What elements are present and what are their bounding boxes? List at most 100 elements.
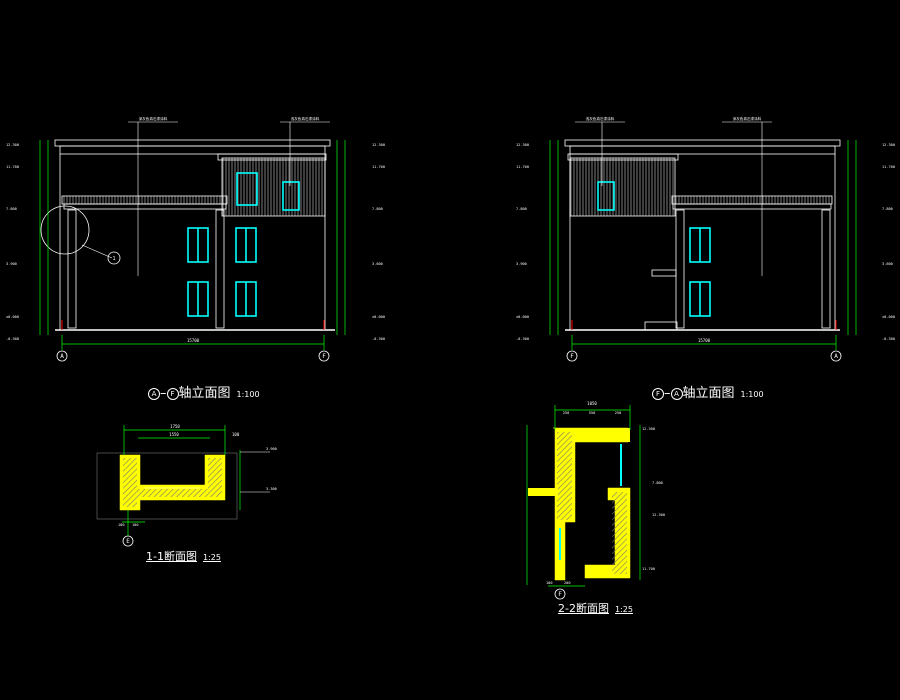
level-label: 11.700 xyxy=(642,567,655,571)
roof-cornice-2 xyxy=(59,145,326,155)
dimension-text: 1050 xyxy=(587,401,597,406)
level-label-left: 11.700 xyxy=(6,165,19,169)
axis-label-end: F xyxy=(166,387,179,400)
title-text: 2-2断面图 xyxy=(558,602,609,615)
striped-upper-block xyxy=(221,157,326,217)
window-group xyxy=(597,181,711,317)
roof-cornice-2 xyxy=(569,145,836,155)
title-text: 轴立面图 xyxy=(178,386,231,401)
window-upper-2 xyxy=(282,181,300,211)
level-label-right: 3.600 xyxy=(882,262,893,266)
level-label-left: 12.300 xyxy=(516,143,529,147)
striped-upper-block xyxy=(569,157,676,217)
dimension-text-layer: 12.300 11.700 7.800 3.900 ±0.000 -0.300 12.300… xyxy=(6,116,895,600)
level-label-left: 12.300 xyxy=(6,143,19,147)
title-scale: 1:100 xyxy=(236,390,260,399)
level-label-left: 3.900 xyxy=(516,262,527,266)
level-label-left: -0.300 xyxy=(6,337,19,341)
level-label-right: ±0.000 xyxy=(882,315,895,319)
window-group xyxy=(187,172,300,317)
column-left xyxy=(67,209,77,329)
material-callout: 浅灰色真石漆涂料 xyxy=(586,116,615,121)
level-label-left: 3.900 xyxy=(6,262,17,266)
section-2-hatch-right xyxy=(612,492,627,574)
section-2-ledge xyxy=(528,488,558,496)
dimension-text: 100 xyxy=(118,523,125,527)
window-upper xyxy=(597,181,615,211)
level-label-right: ±0.000 xyxy=(372,315,385,319)
elevation-a-f xyxy=(40,121,335,331)
level-label: 3.300 xyxy=(266,487,277,491)
column-left xyxy=(675,209,685,329)
axis-bubble: A xyxy=(834,353,838,360)
dimension-text: 250 xyxy=(615,411,622,415)
column-right xyxy=(215,209,225,329)
detail-mark xyxy=(107,251,121,265)
window-upper-1 xyxy=(236,172,258,206)
level-label-left: 7.800 xyxy=(516,207,527,211)
balcony-slab xyxy=(651,269,677,277)
dimension-text: 100 xyxy=(546,581,553,585)
title-section-1: 1-1断面图 1:25 xyxy=(146,548,221,564)
level-label-left: -0.300 xyxy=(516,337,529,341)
axis-bubble: F xyxy=(322,353,326,360)
axis-bubble: A xyxy=(60,353,64,360)
section-2-upper-right xyxy=(600,428,630,442)
level-label-right: 7.800 xyxy=(372,207,383,211)
axis-marks-right xyxy=(571,320,837,330)
dimension-text: 100 xyxy=(232,432,240,437)
title-scale: 1:25 xyxy=(614,605,633,614)
title-text: 轴立面图 xyxy=(682,386,735,401)
title-text: 1-1断面图 xyxy=(146,550,197,563)
mid-cornice xyxy=(61,195,228,205)
dimension-text: 200 xyxy=(564,581,571,585)
mid-cornice xyxy=(671,195,833,205)
detail-leader xyxy=(81,244,113,259)
section-2-hatch xyxy=(557,432,572,520)
mid-cornice-2 xyxy=(63,203,227,210)
level-label-right: 7.800 xyxy=(882,207,893,211)
level-label-left: ±0.000 xyxy=(6,315,19,319)
axis-bubble-circle xyxy=(122,535,134,547)
title-scale: 1:25 xyxy=(202,553,221,562)
dimension-text: 250 xyxy=(563,411,570,415)
title-section-2: 2-2断面图 1:25 xyxy=(558,600,633,616)
roof-cornice xyxy=(54,139,331,147)
level-label: 12.300 xyxy=(652,513,665,517)
total-dimension: 15700 xyxy=(698,338,711,343)
axis-bubble-circle xyxy=(318,350,330,362)
dimension-text: 1750 xyxy=(170,424,180,429)
level-label-right: 3.600 xyxy=(372,262,383,266)
column-right xyxy=(821,209,831,329)
detail-circle xyxy=(40,205,90,255)
level-label-left: 7.800 xyxy=(6,207,17,211)
level-label: 12.300 xyxy=(642,427,655,431)
axis-bubble-circle xyxy=(554,588,566,600)
title-scale: 1:100 xyxy=(740,390,764,399)
axis-bubble: F xyxy=(570,353,574,360)
dimension-text: 1550 xyxy=(169,432,179,437)
section-1-1 xyxy=(96,425,270,536)
level-label-right: 11.700 xyxy=(882,165,895,169)
axis-label-end: A xyxy=(670,387,683,400)
material-callout: 浅灰色真石漆涂料 xyxy=(291,116,320,121)
level-label-right: 12.300 xyxy=(882,143,895,147)
mid-cornice-2 xyxy=(672,203,832,210)
level-label-right: 12.300 xyxy=(372,143,385,147)
axis-bubble: E xyxy=(126,538,130,545)
level-label: 7.800 xyxy=(652,481,663,485)
section-1-frame xyxy=(96,452,238,520)
material-callout: 深灰色真石漆涂料 xyxy=(733,116,762,121)
entry-step xyxy=(644,321,678,331)
axis-bubble-circle xyxy=(566,350,578,362)
level-label-left: ±0.000 xyxy=(516,315,529,319)
total-dimension: 15700 xyxy=(187,338,200,343)
axis-label-start: F xyxy=(652,387,664,400)
axis-bubble-circle xyxy=(830,350,842,362)
elevation-f-a xyxy=(564,121,841,331)
elev-right-dimensions xyxy=(549,140,857,350)
section-2-2 xyxy=(526,405,641,587)
